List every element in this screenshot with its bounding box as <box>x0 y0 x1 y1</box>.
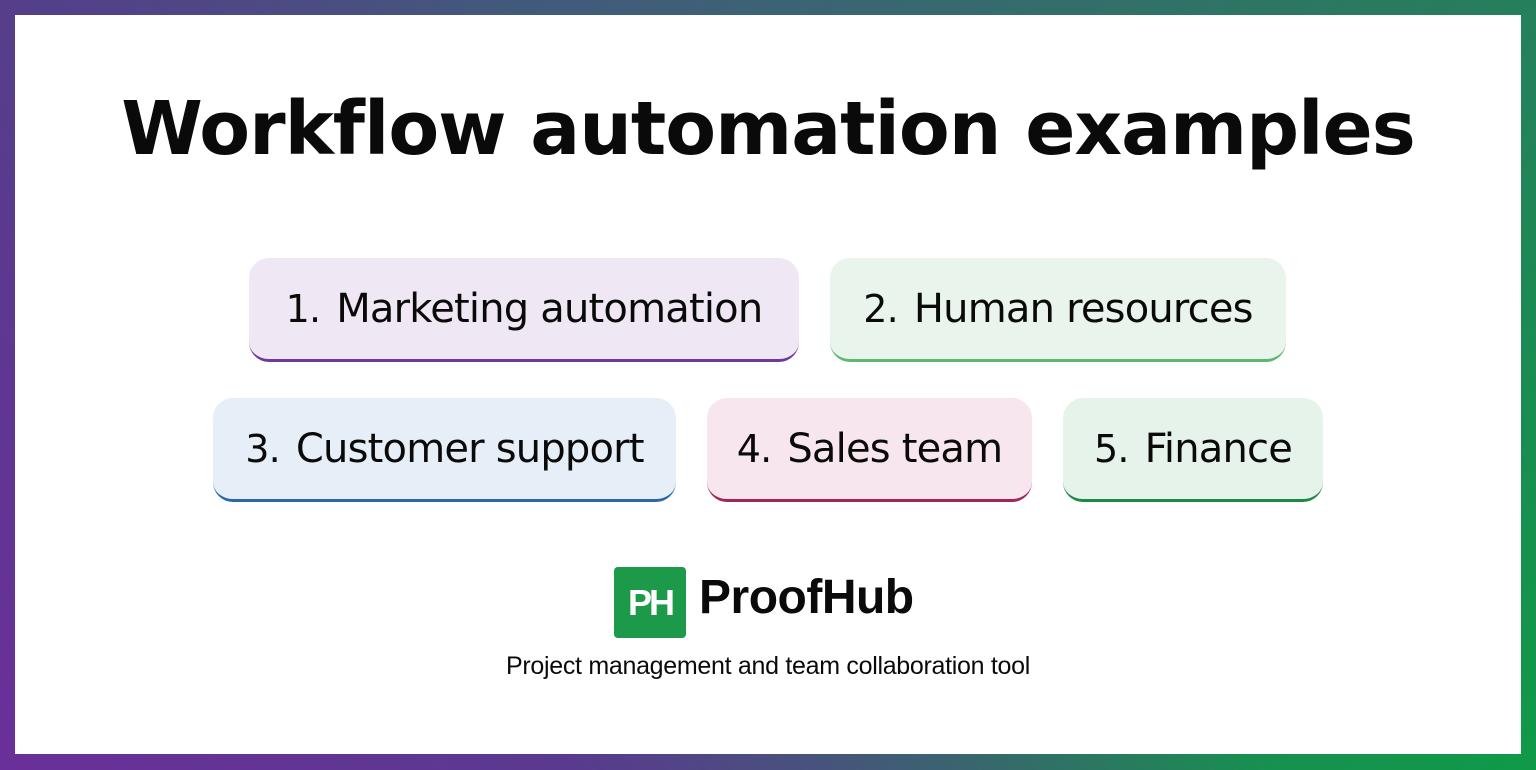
proofhub-logo-icon: PH <box>614 567 686 638</box>
item-label: Marketing automation <box>336 285 763 332</box>
item-label: Sales team <box>787 425 1003 472</box>
brand-tagline: Project management and team collaboratio… <box>505 652 1031 680</box>
example-item-marketing-automation: 1. Marketing automation <box>249 258 799 362</box>
content-canvas <box>15 15 1521 754</box>
example-item-finance: 5. Finance <box>1063 398 1323 502</box>
page-title: Workflow automation examples <box>121 86 1416 172</box>
item-number: 1. <box>285 286 321 331</box>
example-item-customer-support: 3. Customer support <box>213 398 676 502</box>
item-number: 3. <box>245 426 280 471</box>
item-number: 4. <box>736 426 772 471</box>
item-label: Human resources <box>913 285 1254 332</box>
logo-text: PH <box>627 581 675 623</box>
item-number: 5. <box>1093 426 1129 471</box>
example-item-human-resources: 2. Human resources <box>830 258 1286 362</box>
item-label: Customer support <box>295 425 645 472</box>
example-item-sales-team: 4. Sales team <box>707 398 1032 502</box>
brand-name: ProofHub <box>699 571 914 624</box>
item-number: 2. <box>863 286 898 331</box>
item-label: Finance <box>1144 425 1293 472</box>
